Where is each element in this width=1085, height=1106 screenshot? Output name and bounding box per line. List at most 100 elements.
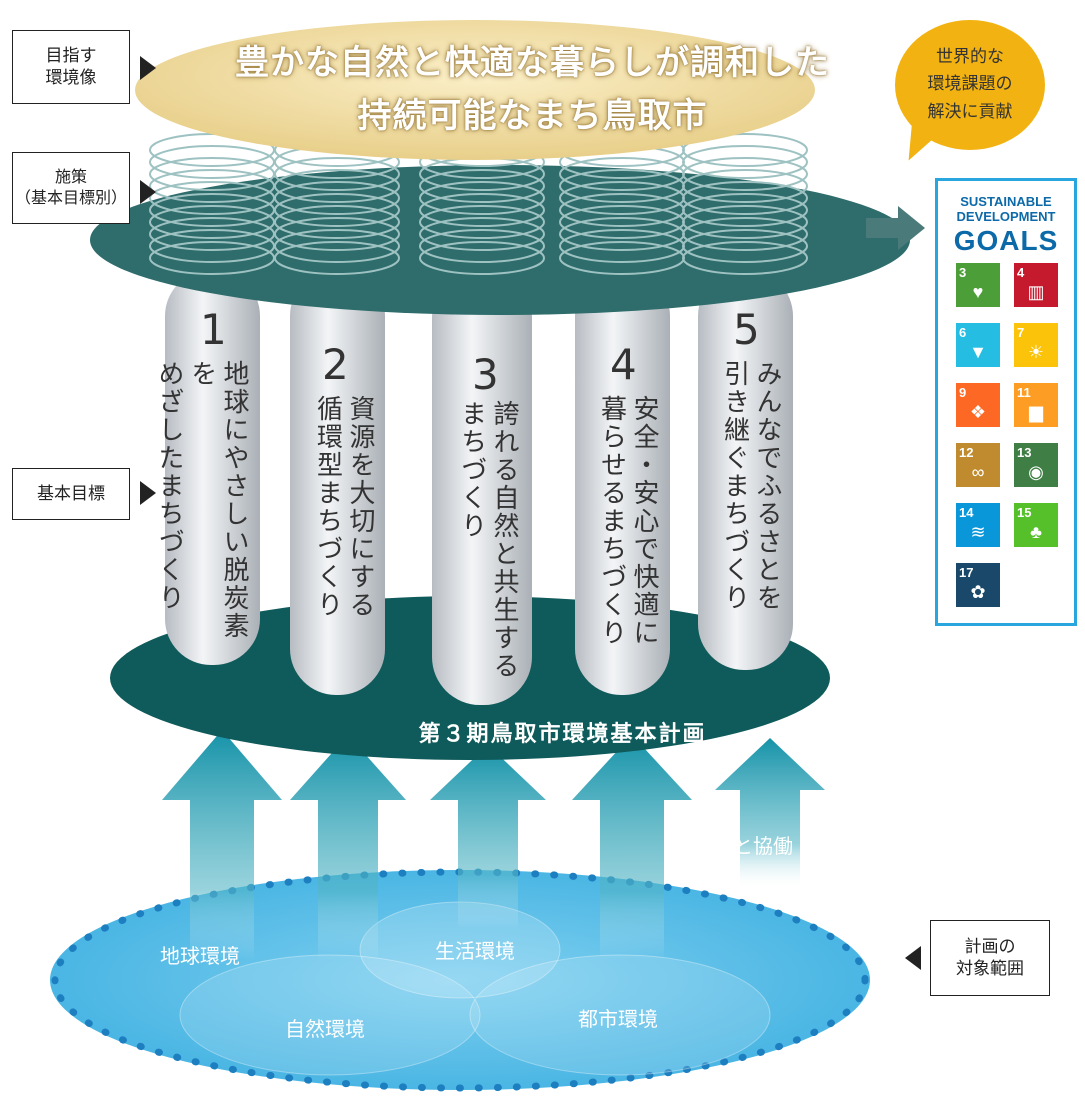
coil-ring-5: [682, 169, 808, 203]
fish-icon: ≋: [970, 522, 986, 542]
arrow-3: [430, 745, 546, 930]
vision-title-line1: 豊かな自然と快適な暮らしが調和した: [235, 43, 830, 83]
sdg-goal-7: 7☀: [1014, 323, 1058, 367]
cubes-icon: ❖: [969, 402, 987, 422]
sdg-goal-number: 6: [959, 325, 967, 340]
sdg-goal-15: 15 ♣: [1014, 503, 1058, 547]
pillar-5-body: [698, 270, 793, 670]
pillar-1-body: [165, 270, 260, 665]
sdgs-heading: SUSTAINABLE DEVELOPMENT: [938, 194, 1074, 225]
pillar-1-text-line1: 地球にやさしい脱炭素を: [186, 360, 250, 640]
pillar-1-number: 1: [200, 305, 227, 354]
coil-ring-5: [682, 181, 808, 215]
sdg-goal-13: 13◉: [1014, 443, 1058, 487]
pointer-vision-icon: [140, 56, 156, 80]
sdg-goal-number: 14: [959, 505, 974, 520]
sdg-goal-3: 3♥: [956, 263, 1000, 307]
env-urban: 都市環境: [578, 1007, 658, 1031]
pillar-1-text-line2: めざしたまちづくり: [154, 360, 184, 612]
sun-icon: ☀: [1027, 342, 1045, 362]
sdgs-heading-goals: GOALS: [953, 225, 1059, 256]
infinity-icon: ∞: [971, 462, 985, 482]
global-contribution-bubble: 世界的な 環境課題の 解決に貢献: [895, 20, 1045, 150]
sdg-goal-number: 3: [959, 265, 967, 280]
coil-ring-5: [682, 241, 808, 275]
pillar-3-text: 誇れる自然と共生するまちづくり: [440, 400, 520, 700]
pillar-4-number: 4: [610, 340, 637, 389]
coil-ring-3: [419, 241, 545, 275]
coil-ring-2: [274, 229, 400, 263]
measure-coils: [149, 133, 808, 275]
pillar-4-text: 安全・安心で快適に暮らせるまちづくり: [580, 395, 660, 695]
sdg-goal-12: 12 ∞: [956, 443, 1000, 487]
bubble-line1: 世界的な: [936, 47, 1004, 68]
flower-icon: ✿: [970, 582, 986, 602]
sdg-goal-14: 14 ≋: [956, 503, 1000, 547]
label-scope: 計画の 対象範囲: [930, 920, 1050, 996]
pillar-5-number: 5: [733, 305, 760, 354]
sdgs-heading-line2: DEVELOPMENT: [956, 208, 1056, 224]
pillar-1-text: 地球にやさしい脱炭素をめざしたまちづくり: [154, 360, 250, 660]
sdg-goal-number: 12: [959, 445, 974, 460]
pillars: [165, 270, 793, 705]
pillar-4-body: [575, 270, 670, 695]
pillar-2-text: 資源を大切にする循環型まちづくり: [296, 395, 376, 695]
label-scope-line1: 計画の: [964, 936, 1016, 957]
upward-arrows: [162, 730, 825, 960]
sdg-goal-number: 15: [1017, 505, 1032, 520]
sdg-goal-number: 11: [1017, 385, 1031, 400]
label-vision-line1: 目指す: [45, 45, 97, 66]
pillar-3-text-line1: 誇れる自然と共生する: [489, 400, 519, 680]
book-icon: ▥: [1027, 282, 1045, 302]
measures-disc: [90, 165, 910, 315]
coil-ring-5: [682, 133, 808, 167]
coil-ring-5: [682, 193, 808, 227]
pillar-5-text-line2: 引き継ぐまちづくり: [719, 360, 750, 612]
sdg-goal-number: 7: [1017, 325, 1025, 340]
water-icon: ▼: [969, 342, 987, 362]
sdg-goal-number: 9: [959, 385, 967, 400]
coil-ring-3: [419, 169, 545, 203]
coil-ring-3: [419, 205, 545, 239]
sdgs-heading-line1: SUSTAINABLE: [960, 194, 1052, 209]
pointer-measures-icon: [140, 180, 156, 204]
coil-ring-2: [274, 241, 400, 275]
coil-ring-2: [274, 181, 400, 215]
coil-ring-5: [682, 217, 808, 251]
env-global: 地球環境: [160, 944, 240, 968]
bubble-line3: 解決に貢献: [927, 101, 1013, 122]
coil-ring-2: [274, 205, 400, 239]
sdg-goal-17: 17✿: [956, 563, 1000, 607]
label-scope-line2: 対象範囲: [956, 959, 1024, 979]
coil-ring-5: [682, 229, 808, 263]
sdg-goal-11: 11 ▆: [1014, 383, 1058, 427]
coil-ring-2: [274, 217, 400, 251]
pillar-4-text-line2: 暮らせるまちづくり: [596, 395, 627, 647]
plan-title: 第３期鳥取市環境基本計画: [418, 722, 707, 747]
env-living: 生活環境: [435, 939, 515, 963]
scope-base: [50, 870, 870, 1090]
vision-ellipse: [135, 20, 815, 160]
vision-title-line2: 持続可能なまち鳥取市: [357, 96, 708, 136]
sdg-goal-4: 4▥: [1014, 263, 1058, 307]
label-measures-line2: （基本目標別）: [14, 188, 127, 207]
pillar-2-text-line2: 循環型まちづくり: [312, 395, 343, 619]
coil-ring-2: [274, 157, 400, 191]
arrow-1: [162, 730, 282, 960]
label-measures-line1: 施策: [54, 167, 87, 187]
pillar-5-text-line1: みんなでふるさとを: [752, 360, 782, 612]
city-icon: ▆: [1029, 402, 1043, 422]
sdg-goal-number: 13: [1017, 445, 1032, 460]
bubble-line2: 環境課題の: [927, 74, 1013, 95]
tree-icon: ♣: [1030, 522, 1042, 542]
pillar-2-number: 2: [322, 340, 349, 389]
pillar-3-text-line2: まちづくり: [456, 400, 487, 540]
arrow-4: [572, 735, 692, 960]
label-basic-goals: 基本目標: [12, 468, 130, 520]
label-measures: 施策 （基本目標別）: [12, 152, 130, 224]
coil-ring-3: [419, 181, 545, 215]
pointer-scope-icon: [905, 946, 921, 970]
pillar-4-text-line1: 安全・安心で快適に: [629, 395, 659, 647]
